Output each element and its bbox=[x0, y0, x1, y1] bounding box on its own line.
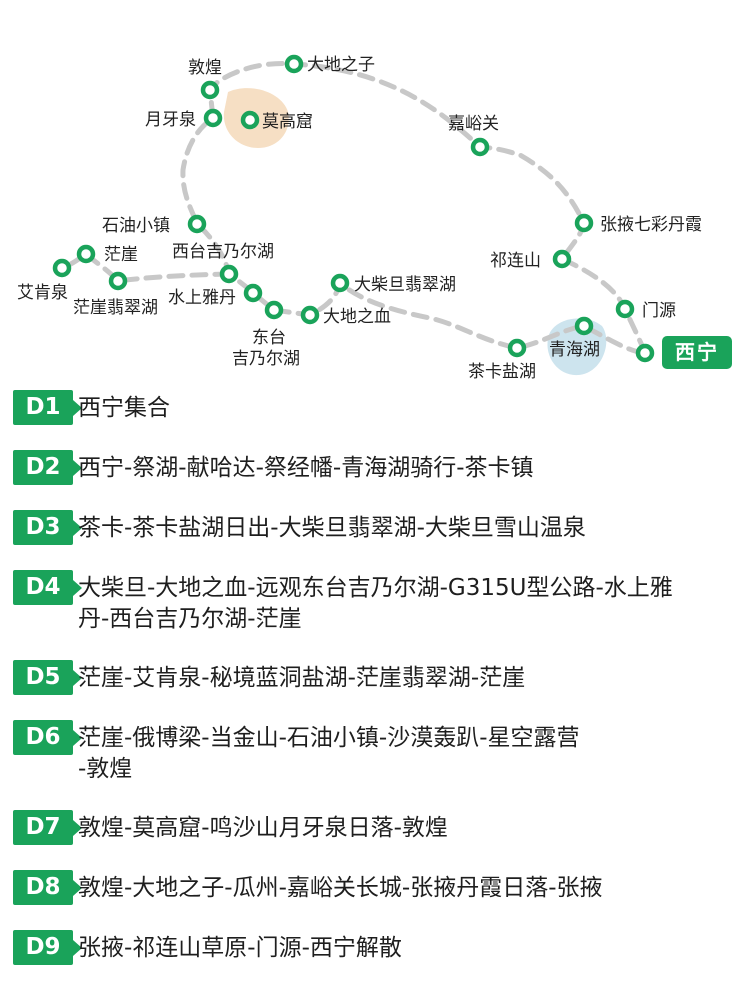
stop-label-dongtai-line2: 吉乃尔湖 bbox=[232, 349, 300, 369]
stop-label-jiayuguan: 嘉峪关 bbox=[448, 114, 499, 134]
stop-label-dunhuang: 敦煌 bbox=[188, 58, 222, 78]
stop-label-shuishang: 水上雅丹 bbox=[168, 288, 236, 308]
stop-label-qinghaihu: 青海湖 bbox=[549, 340, 600, 360]
day-description: 西宁集合 bbox=[78, 395, 170, 421]
stop-markers bbox=[52, 54, 655, 363]
stop-marker-zhangye bbox=[574, 213, 594, 233]
stop-marker-menyuan bbox=[615, 299, 635, 319]
day-badge: D4 bbox=[13, 570, 82, 605]
stop-marker-chaka bbox=[507, 338, 527, 358]
stop-label-mogaoku: 莫高窟 bbox=[262, 112, 313, 132]
route-map-svg: 敦煌 大地之子 月牙泉 莫高窟 嘉峪关 张掖七彩丹霞 石油小镇 西台吉乃尔湖 祁… bbox=[17, 54, 702, 382]
day-description: 张掖-祁连山草原-门源-西宁解散 bbox=[78, 935, 402, 961]
day-badge: D6 bbox=[13, 720, 82, 755]
day-badge: D9 bbox=[13, 930, 82, 965]
day-badge: D1 bbox=[13, 390, 82, 425]
stop-label-dongtai-line1: 东台 bbox=[252, 328, 286, 348]
stop-label-zhangye: 张掖七彩丹霞 bbox=[600, 215, 702, 235]
stop-marker-dachaidanfc bbox=[330, 273, 350, 293]
stop-marker-shuishang bbox=[243, 283, 263, 303]
stop-marker-dadizhixue bbox=[300, 305, 320, 325]
stop-marker-qinghaihu bbox=[574, 316, 594, 336]
stop-marker-dadizhizi bbox=[284, 54, 304, 74]
start-city-badge: 西宁 bbox=[662, 336, 732, 369]
stop-marker-shiyou bbox=[187, 214, 207, 234]
stop-marker-xitai bbox=[219, 264, 239, 284]
day-description: 茫崖-艾肯泉-秘境蓝洞盐湖-茫崖翡翠湖-茫崖 bbox=[78, 665, 526, 691]
stop-label-shiyou: 石油小镇 bbox=[102, 216, 170, 236]
day-badge: D5 bbox=[13, 660, 82, 695]
stop-marker-dongtai bbox=[264, 300, 284, 320]
day-badge: D3 bbox=[13, 510, 82, 545]
day-badge: D7 bbox=[13, 810, 82, 845]
stop-label-dachaidanfc: 大柴旦翡翠湖 bbox=[354, 275, 456, 295]
stop-marker-aikenquan bbox=[52, 258, 72, 278]
stop-marker-dunhuang bbox=[200, 80, 220, 100]
stop-label-yueyaquan: 月牙泉 bbox=[145, 110, 196, 130]
stop-marker-jiayuguan bbox=[470, 137, 490, 157]
stop-marker-mangya bbox=[76, 244, 96, 264]
stop-marker-mangyafc bbox=[108, 271, 128, 291]
stop-label-dadizhixue: 大地之血 bbox=[323, 307, 391, 327]
stop-label-chaka: 茶卡盐湖 bbox=[468, 362, 536, 382]
day-description: 敦煌-大地之子-瓜州-嘉峪关长城-张掖丹霞日落-张掖 bbox=[78, 875, 603, 901]
route-map: 敦煌 大地之子 月牙泉 莫高窟 嘉峪关 张掖七彩丹霞 石油小镇 西台吉乃尔湖 祁… bbox=[0, 0, 750, 385]
stop-label-mangyafc: 茫崖翡翠湖 bbox=[73, 298, 158, 318]
stop-label-dadizhizi: 大地之子 bbox=[307, 55, 375, 75]
stop-marker-mogaoku bbox=[240, 110, 260, 130]
day-badge: D2 bbox=[13, 450, 82, 485]
route-branch bbox=[59, 250, 232, 284]
day-description: 茶卡-茶卡盐湖日出-大柴旦翡翠湖-大柴旦雪山温泉 bbox=[78, 515, 586, 541]
stop-label-aikenquan: 艾肯泉 bbox=[17, 283, 68, 303]
stop-label-qilian: 祁连山 bbox=[490, 251, 541, 271]
day-description: 茫崖-俄博梁-当金山-石油小镇-沙漠轰趴-星空露营-敦煌 bbox=[78, 725, 580, 782]
stop-marker-qilian bbox=[552, 249, 572, 269]
stop-marker-xining bbox=[635, 343, 655, 363]
day-badge: D8 bbox=[13, 870, 82, 905]
day-description: 敦煌-莫高窟-鸣沙山月牙泉日落-敦煌 bbox=[78, 815, 448, 841]
day-description: 西宁-祭湖-献哈达-祭经幡-青海湖骑行-茶卡镇 bbox=[78, 455, 534, 481]
stop-label-xitai: 西台吉乃尔湖 bbox=[172, 242, 274, 262]
stop-label-mangya: 茫崖 bbox=[104, 245, 138, 265]
stop-marker-yueyaquan bbox=[203, 108, 223, 128]
stop-labels: 敦煌 大地之子 月牙泉 莫高窟 嘉峪关 张掖七彩丹霞 石油小镇 西台吉乃尔湖 祁… bbox=[17, 55, 702, 382]
day-description: 大柴旦-大地之血-远观东台吉乃尔湖-G315U型公路-水上雅丹-西台吉乃尔湖-茫… bbox=[78, 575, 673, 632]
stop-label-menyuan: 门源 bbox=[642, 301, 676, 321]
